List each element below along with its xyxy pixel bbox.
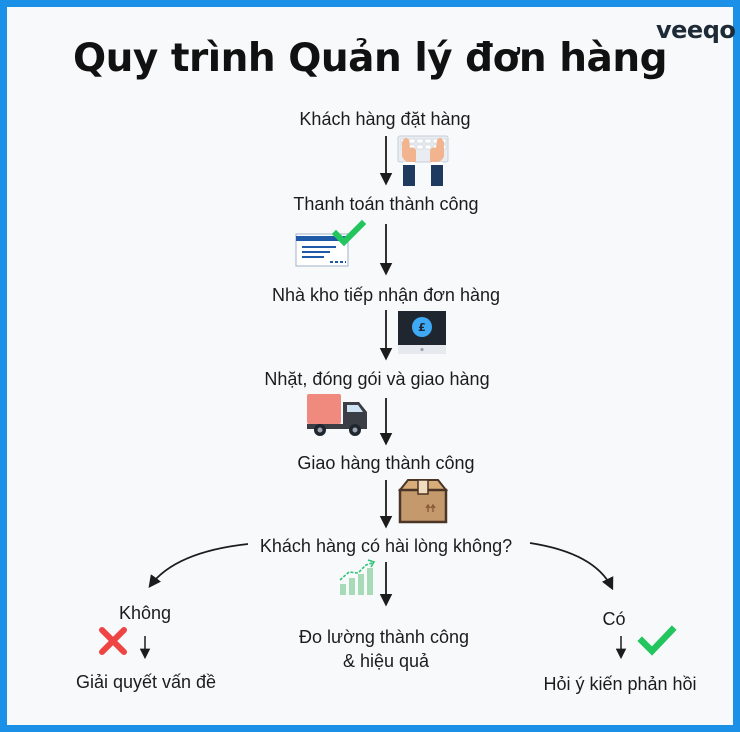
step-order-placed: Khách hàng đặt hàng (299, 109, 471, 129)
growth-chart-icon (339, 559, 376, 595)
veeqo-logo: veeqo (656, 16, 736, 44)
green-check-icon (637, 625, 677, 656)
page-title: Quy trình Quản lý đơn hàng (72, 36, 668, 81)
arrow-question-to-no (148, 543, 249, 589)
step-pick-pack-ship: Nhặt, đóng gói và giao hàng (264, 369, 490, 389)
monitor-currency-icon: £ (398, 311, 446, 354)
branch-no-label: Không (118, 603, 172, 623)
step-payment-success: Thanh toán thành công (293, 194, 479, 214)
branch-no-result: Giải quyết vấn đề (75, 672, 217, 692)
red-x-icon (99, 627, 127, 655)
arrow-question-to-yes (529, 542, 614, 591)
branch-yes-result: Hỏi ý kiến phản hồi (543, 674, 697, 694)
step-satisfied-question: Khách hàng có hài lòng không? (259, 536, 513, 556)
step-warehouse-receives: Nhà kho tiếp nhận đơn hàng (272, 285, 500, 305)
branch-middle-line2: & hiệu quả (342, 651, 430, 671)
branch-middle-line1: Đo lường thành công (299, 627, 469, 647)
step-delivery-success: Giao hàng thành công (297, 453, 475, 473)
branch-yes-label: Có (602, 609, 626, 629)
svg-text:£: £ (418, 321, 426, 334)
payment-card-check-icon (295, 219, 367, 267)
delivery-truck-icon (307, 394, 367, 436)
typing-hands-icon (397, 135, 449, 186)
package-box-icon (397, 479, 449, 524)
